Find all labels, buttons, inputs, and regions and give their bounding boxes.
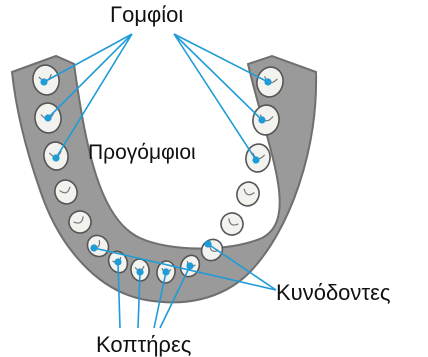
incisors-label: Κοπτήρες <box>96 334 191 356</box>
pointer-dot <box>186 262 193 269</box>
pointer-dot <box>264 78 271 85</box>
premolar-tooth <box>234 179 263 209</box>
pointer-dot <box>40 78 47 85</box>
leader-line <box>174 34 268 82</box>
molars-label: Γομφίοι <box>110 4 183 26</box>
pointer-dot <box>258 116 265 123</box>
pointer-dot <box>52 154 59 161</box>
canines-label: Κυνόδοντες <box>276 282 391 304</box>
leader-line <box>174 34 262 120</box>
pointer-dot <box>162 268 169 275</box>
premolar-tooth <box>217 209 247 239</box>
pointer-dot <box>136 268 143 275</box>
pointer-dot <box>44 114 51 121</box>
premolars-label: Προγόμφιοι <box>88 142 196 163</box>
pointer-dot <box>252 156 259 163</box>
pointer-dot <box>114 258 121 265</box>
pointer-dot <box>204 240 211 247</box>
pointer-dot <box>90 244 97 251</box>
